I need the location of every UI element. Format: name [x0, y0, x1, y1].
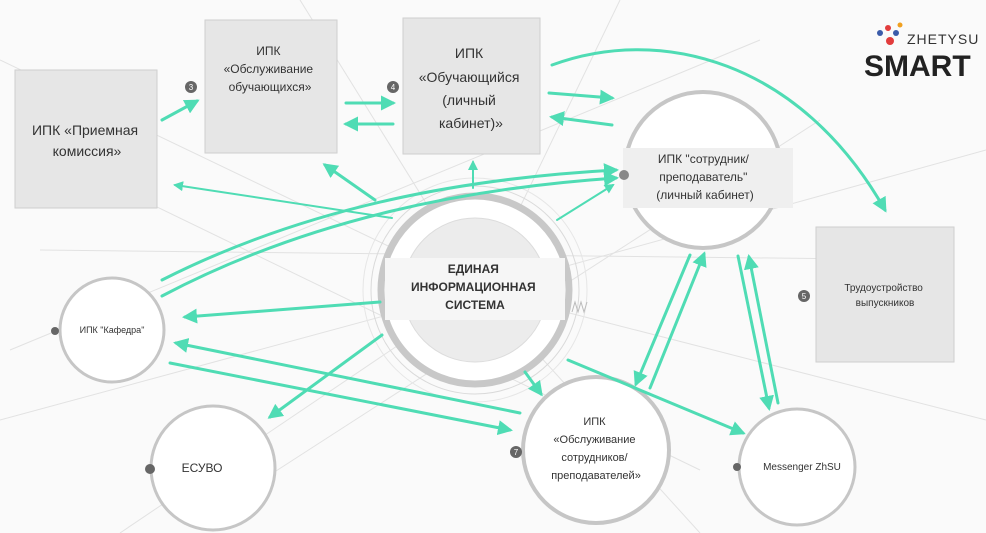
zhetysu-smart-logo: ZHETYSU SMART — [864, 22, 979, 83]
arrow — [322, 163, 377, 202]
node-admission-committee: ИПК «Приемная комиссия» — [14, 69, 158, 209]
svg-text:ЕДИНАЯ ИНФОРМАЦИОННАЯ: ЕДИНАЯ ИНФОРМАЦИОННАЯ СИСТЕМА — [411, 262, 539, 312]
node-label-line: ЕСУВО — [182, 461, 223, 475]
node-label-line: сотрудников/ — [561, 452, 628, 464]
logo-dots-icon — [877, 22, 903, 45]
center-label-line: ЕДИНАЯ — [448, 262, 499, 276]
connection-arrows — [160, 48, 887, 436]
center-label-line: ИНФОРМАЦИОННАЯ — [411, 280, 536, 294]
node-label-line: кабинет)» — [439, 115, 503, 131]
arrow — [523, 370, 543, 397]
node-label-line: «Обслуживание — [553, 434, 635, 446]
node-label-line: ИПК «Приемная — [32, 122, 138, 138]
node-esuvo: ЕСУВО — [145, 404, 277, 532]
node-label-line: комиссия» — [53, 143, 122, 159]
node-staff-cabinet: ИПК "сотрудник/ преподаватель" (личный к… — [619, 90, 793, 250]
arrow — [648, 251, 707, 390]
svg-text:ИПК "сотрудник/ преподав: ИПК "сотрудник/ преподаватель" (личный к… — [656, 152, 753, 202]
node-student-cabinet: ИПК «Обучающийся (личный кабинет)» 4 — [387, 17, 541, 155]
node-label-line: ИПК "Кафедра" — [80, 325, 145, 335]
node-label-line: преподавателей» — [551, 470, 641, 482]
arrow — [168, 361, 513, 436]
node-label-line: ИПК — [455, 45, 484, 61]
node-label-line: Трудоустройство — [844, 283, 923, 294]
node-label-line: обучающихся» — [229, 80, 312, 94]
node-messenger: Messenger ZhSU — [733, 407, 857, 527]
node-graduate-employment: Трудоустройство выпускников 5 — [798, 226, 955, 363]
svg-text:4: 4 — [391, 83, 396, 92]
arrow — [182, 300, 382, 324]
zigzag-icon — [571, 300, 588, 314]
arrow — [550, 48, 887, 213]
svg-text:ИПК «Приемная комиссия»: ИПК «Приемная комиссия» — [32, 122, 142, 159]
node-label-line: «Обслуживание — [224, 62, 314, 76]
arrow — [547, 89, 615, 105]
svg-text:3: 3 — [189, 83, 194, 92]
arrow — [160, 99, 200, 122]
arrow — [556, 183, 615, 221]
node-label-line: (личный кабинет) — [656, 188, 753, 202]
svg-text:5: 5 — [802, 292, 807, 301]
svg-text:7: 7 — [514, 448, 519, 457]
node-label-line: ИПК — [256, 44, 280, 58]
center-unified-system: ЕДИНАЯ ИНФОРМАЦИОННАЯ СИСТЕМА — [362, 177, 588, 403]
node-label-line: (личный — [442, 92, 496, 108]
arrow — [743, 254, 780, 405]
arrow — [173, 181, 393, 219]
svg-text:Трудоустройство выпускни: Трудоустройство выпускников — [844, 283, 925, 309]
arrow — [566, 358, 746, 436]
number-badge: 7 — [510, 446, 522, 458]
svg-text:ИПК «Обучающийся (: ИПК «Обучающийся (личный кабинет)» — [419, 45, 524, 131]
arrow — [736, 254, 774, 411]
arrow — [549, 111, 614, 127]
node-department: ИПК "Кафедра" — [51, 276, 166, 384]
arrow — [160, 163, 619, 282]
arrow — [633, 253, 692, 387]
arrow — [160, 171, 619, 298]
node-service-students: ИПК «Обслуживание обучающихся» 3 — [185, 19, 338, 154]
svg-text:ИПК «Обслуживание: ИПК «Обслуживание сотрудников/ преподава… — [551, 416, 641, 482]
node-label-line: «Обучающийся — [419, 69, 520, 85]
number-badge: 5 — [798, 290, 810, 302]
logo-bottom-text: SMART — [864, 50, 971, 83]
node-label-line: Messenger ZhSU — [763, 462, 841, 473]
node-label-line: ИПК — [583, 416, 606, 428]
arrow — [173, 338, 522, 415]
node-label-line: выпускников — [856, 298, 915, 309]
node-label-line: ИПК "сотрудник/ — [658, 152, 750, 166]
arrow — [267, 333, 384, 419]
logo-top-text: ZHETYSU — [907, 31, 979, 47]
node-service-staff: ИПК «Обслуживание сотрудников/ преподава… — [510, 375, 671, 525]
number-badge: 4 — [387, 81, 399, 93]
node-label-line: преподаватель" — [659, 170, 747, 184]
number-badge: 3 — [185, 81, 197, 93]
center-label-line: СИСТЕМА — [445, 298, 505, 312]
svg-text:ИПК «Обслуживание: ИПК «Обслуживание обучающихся» — [224, 44, 317, 94]
